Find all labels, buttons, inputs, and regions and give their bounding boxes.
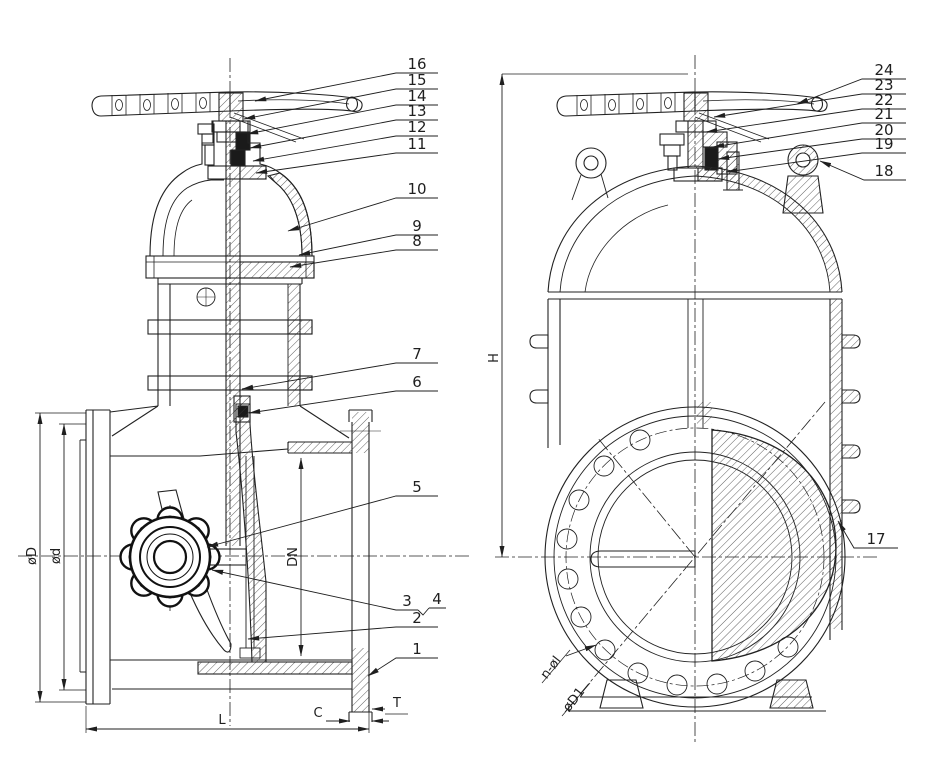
- gate-disc-side: [590, 429, 837, 662]
- dim-label-dn: DN: [286, 547, 301, 567]
- callouts-left: 16 15 14 13 12 11 10 9 8 7 6 5 3 4 2 1: [206, 55, 446, 677]
- callout-label-23: 23: [874, 76, 893, 94]
- body-flanges-front: [79, 403, 381, 722]
- handwheel-front: [91, 91, 363, 143]
- callout-label-11: 11: [407, 135, 426, 153]
- dim-label-bolt-holes: n-øl: [538, 654, 565, 683]
- end-flange-side: [544, 406, 846, 708]
- callout-label-14: 14: [407, 87, 426, 105]
- bonnet-dome-side: [547, 165, 843, 300]
- body-side: [529, 299, 861, 640]
- front-section-view: [18, 58, 472, 726]
- callout-label-22: 22: [874, 91, 893, 109]
- callout-label-6: 6: [412, 373, 422, 391]
- dim-label-raised-face: ød: [49, 548, 64, 564]
- callout-label-8: 8: [412, 232, 422, 250]
- callout-label-10: 10: [407, 180, 426, 198]
- callout-label-1: 1: [412, 640, 422, 658]
- side-section-view: [495, 55, 878, 744]
- callout-label-17: 17: [866, 530, 885, 548]
- base-side: [568, 679, 826, 712]
- callout-label-13: 13: [407, 102, 426, 120]
- callout-label-9: 9: [412, 217, 422, 235]
- stem-nut-front: [119, 506, 246, 608]
- callout-label-7: 7: [412, 345, 422, 363]
- callouts-right: 24 23 22 21 20 19 18 17: [705, 61, 906, 549]
- dim-label-l: L: [218, 713, 226, 728]
- callout-label-21: 21: [874, 105, 893, 123]
- callout-label-3: 3: [402, 592, 412, 610]
- dim-label-t: T: [392, 696, 401, 711]
- callout-label-20: 20: [874, 121, 893, 139]
- callout-label-16: 16: [407, 55, 426, 73]
- callout-label-24: 24: [874, 61, 893, 79]
- callout-label-5: 5: [412, 478, 422, 496]
- lifting-eye-left: [571, 147, 609, 201]
- callout-label-18: 18: [874, 162, 893, 180]
- dim-label-h: H: [487, 353, 502, 363]
- dimensions: øD ød DN H L C T n-øl øD1: [25, 73, 688, 733]
- callout-label-15: 15: [407, 71, 426, 89]
- callout-label-4: 4: [432, 590, 442, 608]
- callout-label-2: 2: [412, 609, 422, 627]
- handwheel-side: [556, 91, 828, 143]
- callout-label-12: 12: [407, 118, 426, 136]
- dim-label-c: C: [313, 706, 322, 721]
- dim-label-flange-od: øD: [25, 547, 40, 565]
- callout-label-19: 19: [874, 135, 893, 153]
